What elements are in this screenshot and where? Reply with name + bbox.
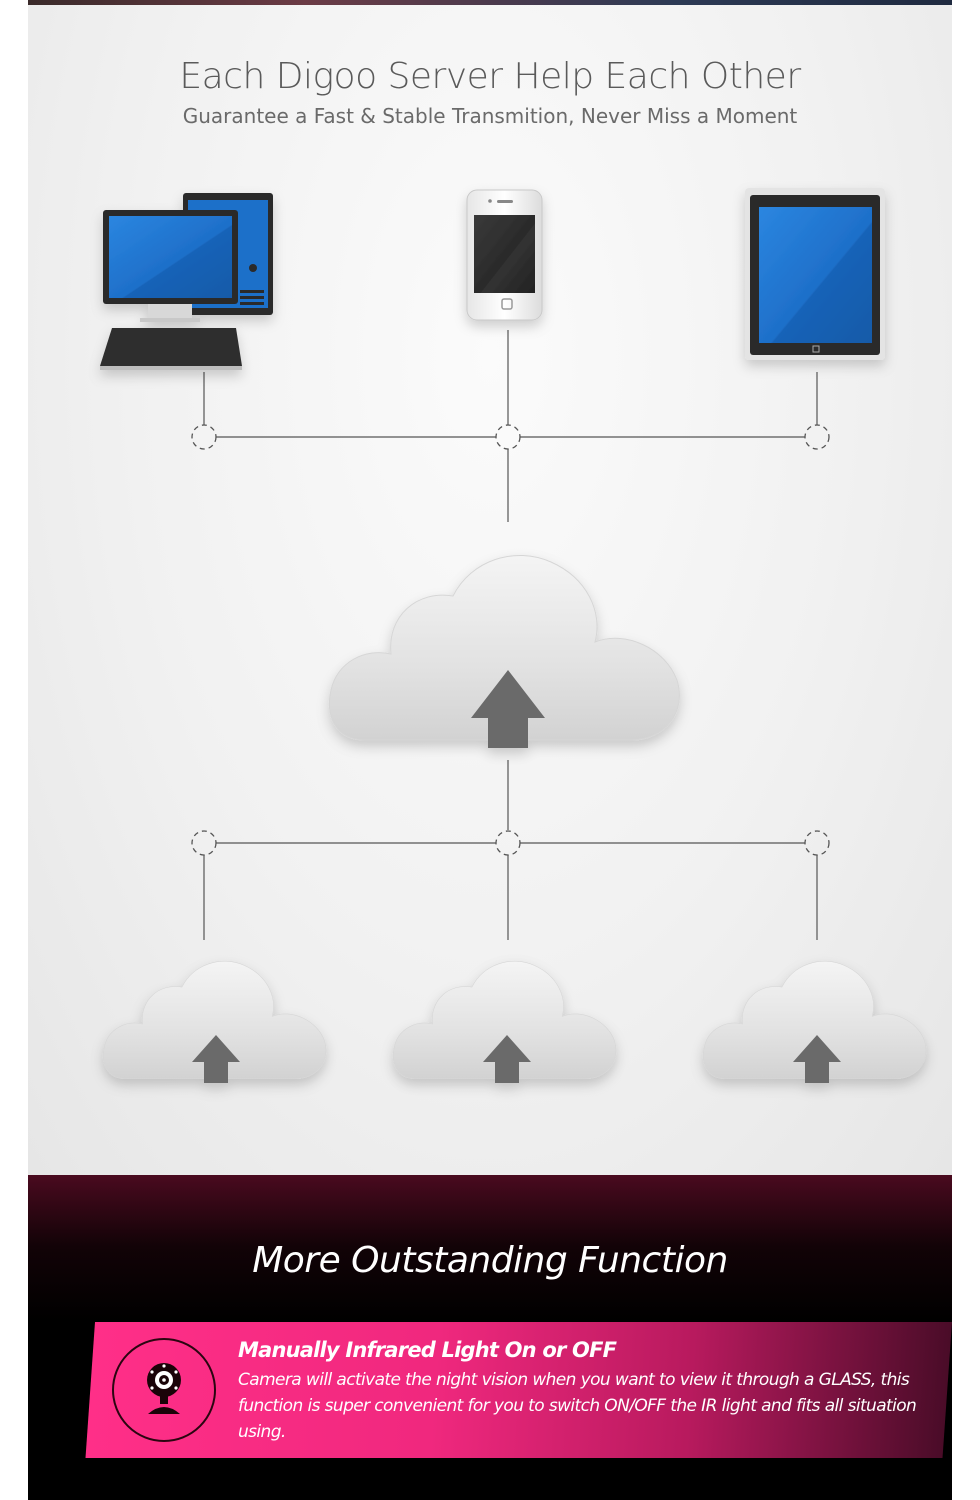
server-cloud-2 xyxy=(392,960,617,1083)
page-title: Each Digoo Server Help Each Other xyxy=(179,56,801,97)
desktop-computer-icon xyxy=(100,193,273,370)
feature-description: Camera will activate the night vision wh… xyxy=(238,1370,917,1442)
bottom-junction-nodes xyxy=(191,830,830,856)
feature-title: Manually Infrared Light On or OFF xyxy=(238,1338,617,1362)
upload-arrow-icon xyxy=(192,1035,240,1083)
server-cloud-3 xyxy=(702,960,927,1083)
upload-arrow-icon xyxy=(471,670,545,748)
server-cloud-1 xyxy=(102,960,327,1083)
top-junction-nodes xyxy=(191,424,830,450)
network-diagram xyxy=(100,188,927,1083)
top-image-strip xyxy=(28,0,952,5)
main-cloud xyxy=(328,554,680,748)
features-section-title: More Outstanding Function xyxy=(252,1240,728,1281)
upload-arrow-icon xyxy=(483,1035,531,1083)
webcam-icon xyxy=(147,1363,181,1414)
page-subtitle: Guarantee a Fast & Stable Transmition, N… xyxy=(182,104,798,128)
bottom-connectors xyxy=(203,760,818,940)
tablet-icon xyxy=(745,188,885,360)
upload-arrow-icon xyxy=(793,1035,841,1083)
feature-icon-ring xyxy=(112,1338,216,1442)
top-connectors xyxy=(203,330,818,522)
smartphone-icon xyxy=(466,189,543,321)
